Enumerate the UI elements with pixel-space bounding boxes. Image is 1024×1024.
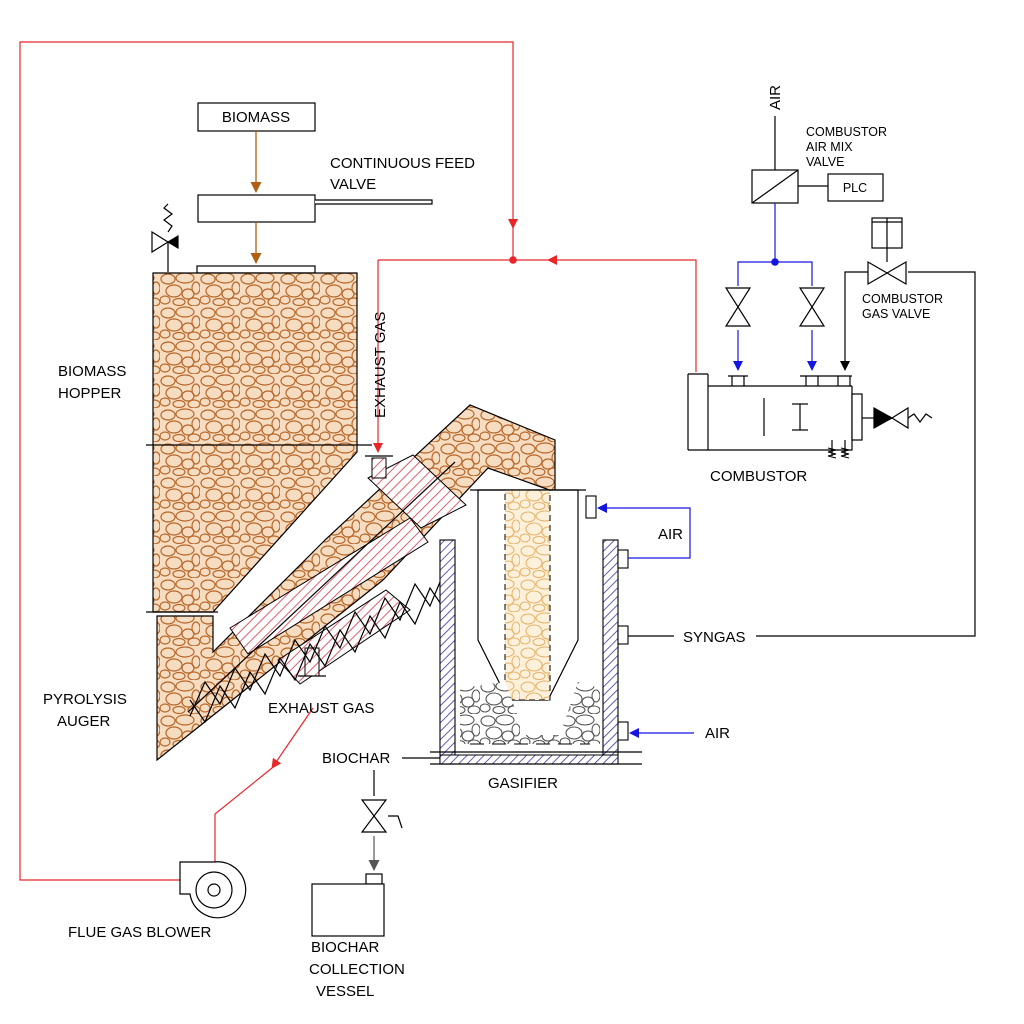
combustor-gas-valve-label-1: COMBUSTOR (862, 292, 943, 306)
combustor-label: COMBUSTOR (710, 468, 807, 485)
biomass-label: BIOMASS (222, 109, 290, 126)
combustor-relief-valve-icon (862, 406, 933, 430)
exhaust-gas-lower-label: EXHAUST GAS (268, 700, 374, 717)
pyrolysis-auger-label-1: PYROLYSIS (43, 691, 127, 708)
continuous-feed-valve-label-1: CONTINUOUS FEED (330, 155, 475, 172)
plc-box[interactable] (827, 173, 884, 202)
biochar-collection-vessel (311, 873, 385, 937)
exhaust-gas-vertical-label: EXHAUST GAS (372, 312, 389, 418)
syngas-line (756, 271, 976, 637)
pyrolysis-auger-label-2: AUGER (57, 713, 111, 730)
combustor (687, 373, 863, 456)
biochar-collection-vessel-label-2: COLLECTION (309, 961, 405, 978)
exhaust-junction (509, 256, 517, 264)
exhaust-gas-line (19, 41, 697, 885)
combustor-air-valve-right[interactable] (798, 287, 826, 327)
auger-screw (187, 461, 456, 724)
syngas-label: SYNGAS (683, 629, 746, 646)
combustor-gas-valve[interactable] (867, 217, 907, 286)
plc-label: PLC (843, 181, 867, 195)
continuous-feed-valve[interactable] (197, 194, 433, 223)
continuous-feed-valve-label-2: VALVE (330, 176, 376, 193)
biochar-label: BIOCHAR (322, 750, 391, 767)
combustor-air-valve-left[interactable] (724, 287, 752, 327)
combustor-gas-valve-label-2: GAS VALVE (862, 307, 930, 321)
biomass-hopper-label-1: BIOMASS (58, 363, 126, 380)
biomass-hopper (152, 272, 358, 613)
biomass-hopper-label-2: HOPPER (58, 385, 122, 402)
biochar-collection-vessel-label-1: BIOCHAR (311, 939, 380, 956)
combustor-air-mix-valve-label-2: AIR MIX (806, 140, 853, 154)
air-top-label: AIR (767, 85, 784, 110)
air-gasifier-lower-label: AIR (705, 725, 730, 742)
gasifier-air-lines (597, 503, 694, 738)
combustor-air-lines (733, 203, 817, 371)
biochar-valve[interactable] (360, 799, 403, 833)
combustor-air-mix-valve-label-3: VALVE (806, 155, 844, 169)
biochar-collection-vessel-label-3: VESSEL (316, 983, 374, 1000)
hopper-inlet-flange (196, 265, 316, 274)
combustor-air-mix-valve[interactable] (751, 169, 799, 204)
flue-gas-blower[interactable] (179, 861, 247, 919)
gas-feed-arrow (840, 271, 868, 371)
combustor-air-mix-valve-label-1: COMBUSTOR (806, 125, 887, 139)
flue-gas-blower-label: FLUE GAS BLOWER (68, 924, 212, 941)
igniter-coils (827, 447, 850, 459)
air-junction (771, 258, 779, 266)
gasifier-label: GASIFIER (488, 775, 558, 792)
gasifier (430, 489, 642, 765)
air-gasifier-upper-label: AIR (658, 526, 683, 543)
hopper-relief-valve-icon (151, 203, 179, 272)
